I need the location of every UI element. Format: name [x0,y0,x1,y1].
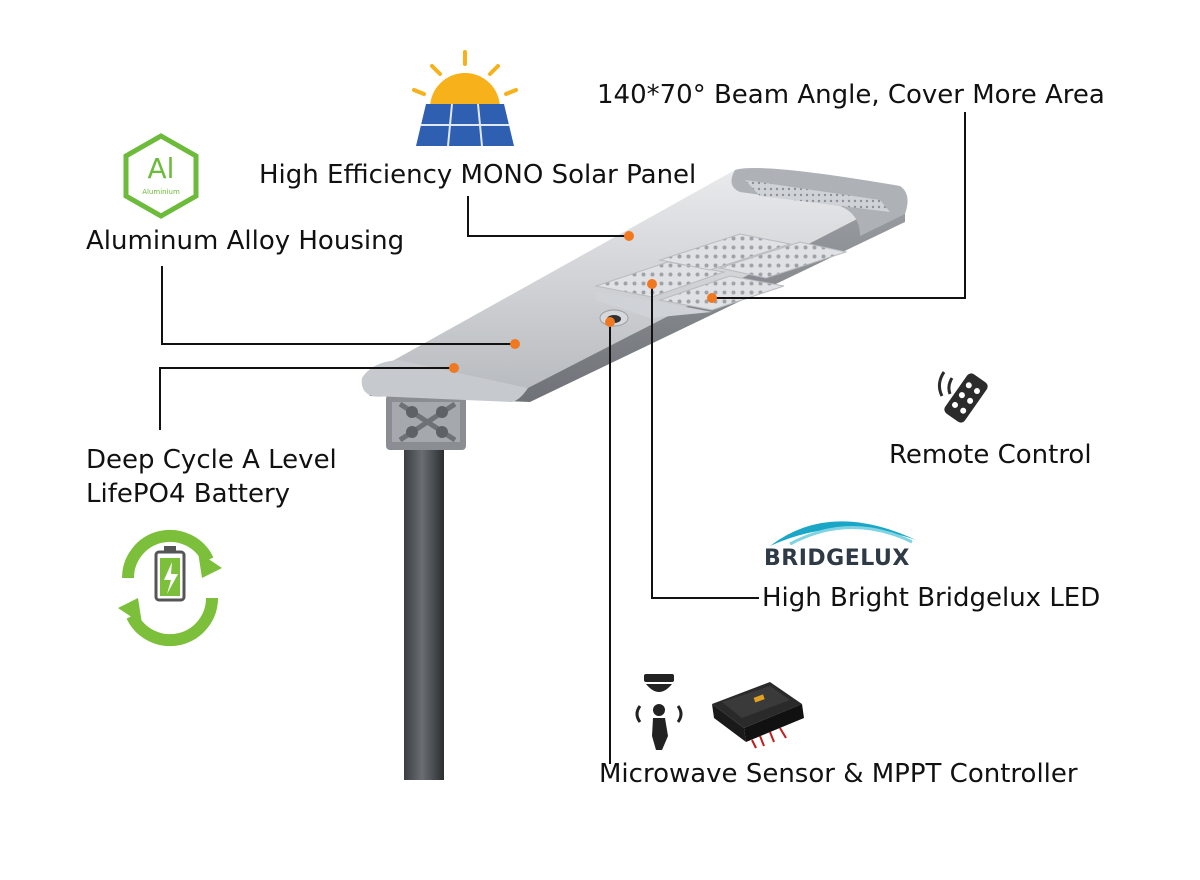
aluminium-hexagon-icon [123,133,199,219]
marker-battery [449,363,459,373]
sensor-controller-label: Microwave Sensor & MPPT Controller [599,759,1078,789]
housing-label: Aluminum Alloy Housing [86,226,405,256]
callout-markers [449,231,717,373]
led-modules [594,233,848,318]
light-pole [386,395,466,780]
battery-label-line1: Deep Cycle A Level [86,445,337,475]
aluminium-symbol: Al [147,152,175,185]
led-label: High Bright Bridgelux LED [762,583,1101,613]
marker-solar [624,231,634,241]
battery-label: Deep Cycle A Level LifePO4 Battery [86,443,337,512]
leader-lines [159,112,966,764]
beam-angle-label: 140*70° Beam Angle, Cover More Area [597,80,1105,110]
battery-recycle-icon [118,529,222,647]
leader-beam [712,112,966,299]
mppt-controller-icon [712,682,804,749]
marker-beam [707,293,717,303]
leader-housing [161,266,515,345]
leader-solar [467,196,629,237]
aluminium-caption: Aluminium [142,188,180,196]
bridgelux-logo [770,521,916,546]
microwave-sensor-icon [635,674,683,750]
solar-panel-icon [416,103,514,147]
lamp-housing [361,168,908,402]
marker-sensor [605,317,615,327]
battery-label-line2: LifePO4 Battery [86,479,291,510]
marker-housing [510,339,520,349]
leader-battery [159,367,454,430]
solar-panel-label: High Efficiency MONO Solar Panel [259,160,697,190]
remote-control-label: Remote Control [889,440,1092,470]
sun-icon [412,50,518,108]
leader-led [651,284,759,599]
remote-control-icon [937,371,988,423]
bridgelux-wordmark: BRIDGELUX [764,546,910,571]
marker-led [647,279,657,289]
